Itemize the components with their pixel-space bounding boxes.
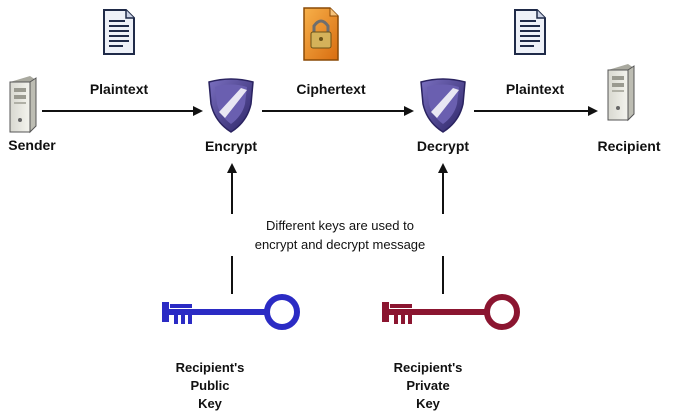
plaintext-in-label: Plaintext xyxy=(90,81,149,97)
note-line-2: encrypt and decrypt message xyxy=(255,237,426,252)
decrypt-label: Decrypt xyxy=(417,138,469,154)
computer-tower-icon xyxy=(607,63,635,121)
public-key-label-line-3: Key xyxy=(198,396,223,411)
document-icon xyxy=(514,9,546,55)
note-background xyxy=(214,214,464,256)
sender-label: Sender xyxy=(8,137,56,153)
ciphertext-label: Ciphertext xyxy=(296,81,366,97)
private-key-label-line-2: Private xyxy=(406,378,449,393)
computer-tower-icon xyxy=(9,75,37,133)
public-key-label-line-1: Recipient's xyxy=(176,360,245,375)
encrypt-label: Encrypt xyxy=(205,138,257,154)
note-line-1: Different keys are used to xyxy=(266,218,414,233)
private-key-label-line-3: Key xyxy=(416,396,441,411)
key-icon xyxy=(162,294,300,330)
locked-document-icon xyxy=(303,7,339,61)
key-icon xyxy=(382,294,520,330)
shield-icon xyxy=(420,78,466,133)
shield-icon xyxy=(208,78,254,133)
public-key-label-line-2: Public xyxy=(190,378,229,393)
document-icon xyxy=(103,9,135,55)
private-key-label-line-1: Recipient's xyxy=(394,360,463,375)
plaintext-out-label: Plaintext xyxy=(506,81,565,97)
recipient-label: Recipient xyxy=(597,138,660,154)
